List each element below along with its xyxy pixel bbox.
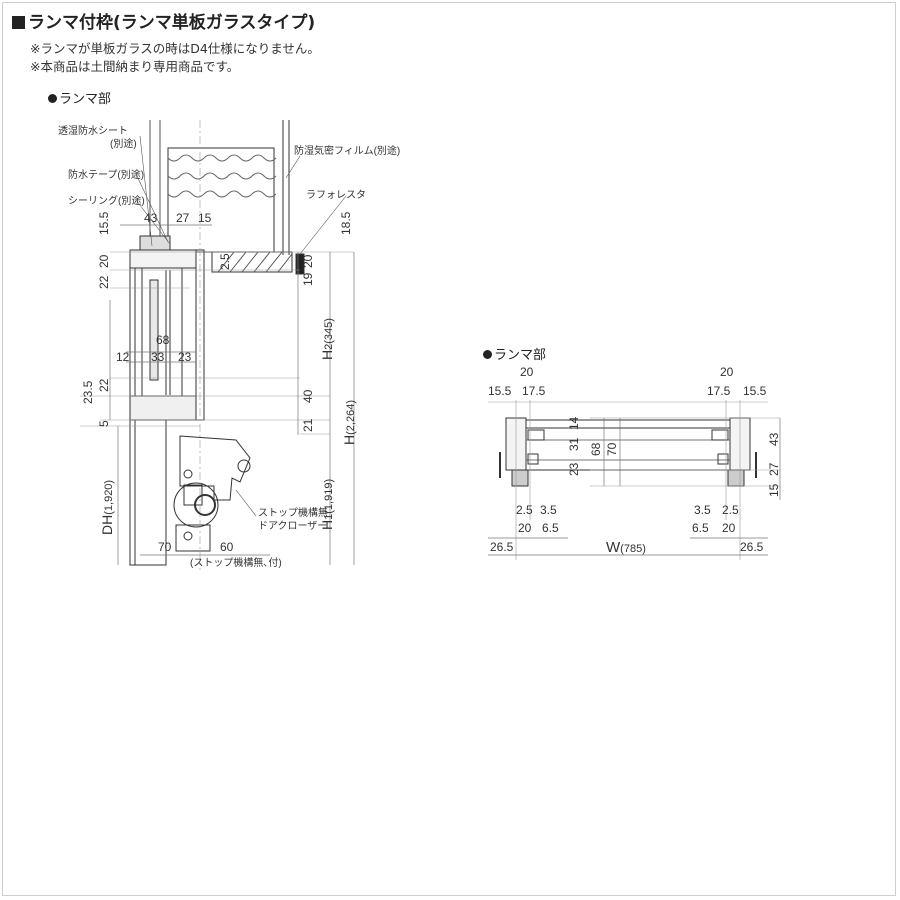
- dim-3.5-left: 3.5: [540, 503, 557, 517]
- dim-43-right: 43: [767, 432, 781, 446]
- dim-17.5-right: 17.5: [707, 384, 731, 398]
- dh-label: DH(1,920): [99, 480, 115, 535]
- dim-26.5-right: 26.5: [740, 540, 764, 554]
- dim-23.5: 23.5: [81, 380, 95, 404]
- dim-18.5: 18.5: [339, 211, 353, 235]
- tape-label: 防水テープ(別途): [68, 168, 144, 181]
- dim-60: 60: [220, 540, 234, 554]
- dim-23: 23: [178, 350, 192, 364]
- dim-2.5-left: 2.5: [516, 503, 533, 517]
- left-dimensions: 43 27 15 18.5 15.5 20 22 2.5 19 20 68 12…: [81, 211, 353, 554]
- dim-68-center: 68: [589, 442, 603, 456]
- insulation-block: [167, 147, 275, 253]
- page-title: ランマ付枠(ランマ単板ガラスタイプ): [12, 8, 315, 33]
- dim-26.5-left: 26.5: [490, 540, 514, 554]
- door-closer-arm: [173, 482, 219, 528]
- dim-3.5-right: 3.5: [694, 503, 711, 517]
- width-label: W(785): [606, 539, 646, 556]
- dim-33: 33: [151, 350, 165, 364]
- note-2: ※本商品は土間納まり専用商品です。: [30, 59, 240, 74]
- dim-2.5-right: 2.5: [722, 503, 739, 517]
- note-1: ※ランマが単板ガラスの時はD4仕様になりません。: [30, 41, 320, 56]
- dim-15: 15: [198, 211, 212, 225]
- dim-22-b: 22: [97, 378, 111, 392]
- page-title-text: ランマ付枠(ランマ単板ガラスタイプ): [28, 13, 316, 33]
- dim-31: 31: [567, 437, 581, 451]
- sheet-label: 透湿防水シート: [58, 124, 128, 137]
- dim-20b-right: 20: [722, 521, 736, 535]
- rafore-label: ラフォレスタ: [306, 189, 366, 201]
- sheet-sub-label: (別途): [110, 137, 137, 150]
- closer-bracket: [175, 524, 211, 552]
- dim-20-a: 20: [97, 254, 111, 268]
- dim-40: 40: [301, 389, 315, 403]
- door-closer-body: [179, 435, 251, 501]
- sealing-block: [139, 235, 171, 251]
- dim-15.5: 15.5: [97, 211, 111, 235]
- h2-label: H2(345): [319, 318, 335, 360]
- dim-22-a: 22: [97, 275, 111, 289]
- height-labels: H2(345) H(2,264) H1(1,919) DH(1,920): [99, 318, 357, 535]
- dim-15.5-right: 15.5: [743, 384, 767, 398]
- dim-70: 70: [158, 540, 172, 554]
- transom-bar: [129, 395, 197, 421]
- left-callouts: 透湿防水シート (別途) 防水テープ(別途) シーリング(別途) 防湿気密フィル…: [58, 124, 400, 569]
- h-label: H(2,264): [341, 400, 357, 445]
- dim-21: 21: [301, 418, 315, 432]
- dim-27: 27: [176, 211, 190, 225]
- right-section-drawing: [488, 400, 781, 560]
- dim-20-left: 20: [520, 365, 534, 379]
- h1-label: H1(1,919): [319, 479, 335, 530]
- dim-6.5-right: 6.5: [692, 521, 709, 535]
- right-section-label: ランマ部: [483, 344, 546, 363]
- closer-label: ドアクローザー: [258, 520, 327, 532]
- dim-6.5-left: 6.5: [542, 521, 559, 535]
- left-section-label: ランマ部: [48, 88, 111, 107]
- sealing-label: シーリング(別途): [68, 194, 145, 207]
- square-bullet-icon: [12, 16, 25, 29]
- dim-70-center: 70: [605, 442, 619, 456]
- dim-2.5: 2.5: [218, 253, 232, 270]
- dim-43: 43: [144, 211, 158, 225]
- stop-label: ストップ機構無: [258, 506, 328, 519]
- film-label: 防湿気密フィルム(別途): [294, 144, 400, 157]
- stop-note-label: (ストップ機構無､付): [190, 556, 282, 569]
- bullet-icon: [48, 94, 57, 103]
- dim-19: 19: [301, 272, 315, 286]
- bullet-icon: [483, 350, 492, 359]
- insulation-hatch: [167, 154, 277, 198]
- dim-14: 14: [567, 416, 581, 430]
- frame-head: [129, 249, 197, 269]
- dim-5: 5: [97, 420, 111, 427]
- dim-20-right: 20: [720, 365, 734, 379]
- dim-20-b: 20: [301, 254, 315, 268]
- dim-17.5-left: 17.5: [522, 384, 546, 398]
- right-dimensions: 20 15.5 17.5 20 17.5 15.5 14 31 23 68 70…: [488, 365, 781, 556]
- transom-frame: [141, 267, 183, 397]
- dim-27-right: 27: [767, 462, 781, 476]
- dim-12: 12: [116, 350, 130, 364]
- dim-20b-left: 20: [518, 521, 532, 535]
- dim-15-right: 15: [767, 483, 781, 497]
- dim-68: 68: [156, 333, 170, 347]
- dim-15.5-left: 15.5: [488, 384, 512, 398]
- left-section-drawing: [80, 120, 355, 570]
- dim-23-center: 23: [567, 462, 581, 476]
